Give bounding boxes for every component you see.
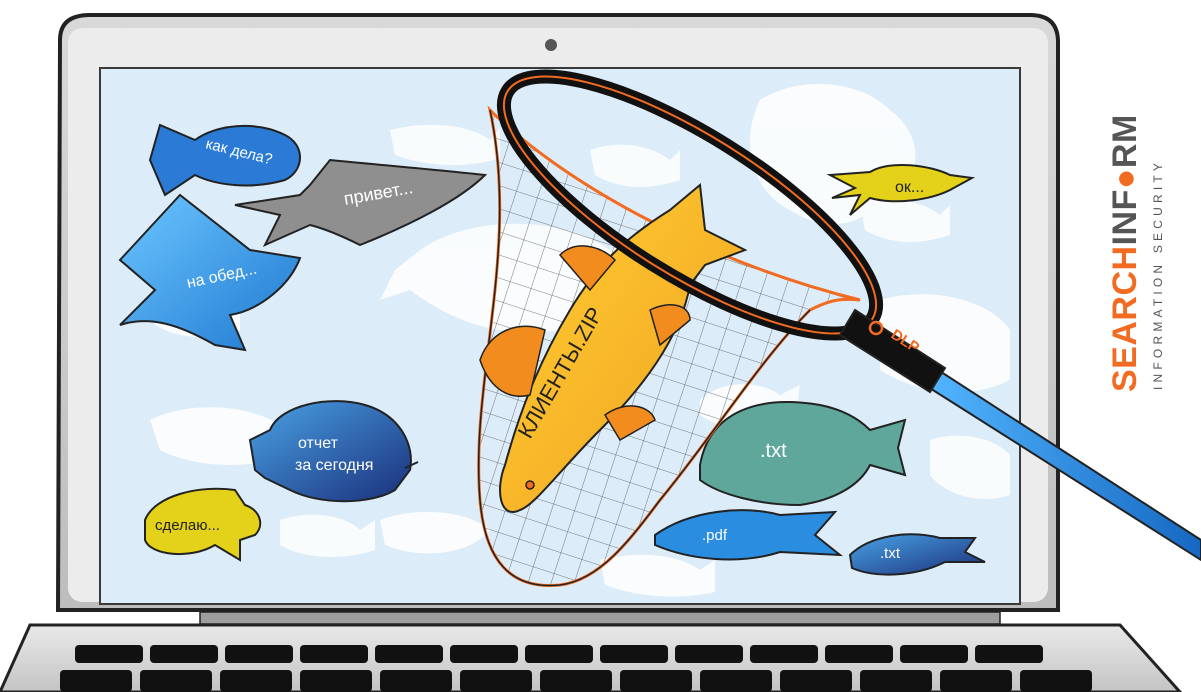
fish-label-txt-small: .txt xyxy=(880,545,901,562)
dlp-logo-icon xyxy=(868,320,884,336)
brand-tagline: INFORMATION SECURITY xyxy=(1151,159,1165,390)
fish-sdelayu: сделаю... xyxy=(144,487,262,562)
fish-otchet: отчет за сегодня xyxy=(248,400,419,503)
fish-label-otchet-1: отчет xyxy=(298,435,339,452)
fish-kak-dela: как дела? xyxy=(148,123,301,197)
net-handle: DLP xyxy=(838,308,1201,562)
fish-pdf: .pdf xyxy=(654,509,844,561)
brand-logo: SEARCHINF●RM INFORMATION SECURITY xyxy=(1106,114,1165,392)
fish-na-obed: на обед... xyxy=(118,193,302,352)
brand-name: SEARCHINF●RM xyxy=(1106,114,1144,392)
screen: как дела? привет... на обед... ок... отч… xyxy=(99,67,1021,605)
fish-klienty-zip: КЛИЕНТЫ.ZIP xyxy=(479,183,748,513)
fish-eye xyxy=(525,480,535,490)
dlp-net: КЛИЕНТЫ.ZIP xyxy=(477,69,884,588)
fish-label-otchet-2: за сегодня xyxy=(295,457,373,474)
fish-privet: привет... xyxy=(234,158,488,248)
fish-label-pdf: .pdf xyxy=(702,527,728,544)
keyboard xyxy=(60,645,1092,692)
webcam-icon xyxy=(545,39,557,51)
fish-label-sdelayu: сделаю... xyxy=(155,517,220,534)
fish-label-ok: ок... xyxy=(895,179,924,196)
fish-label-txt-big: .txt xyxy=(760,440,787,462)
fish-ok: ок... xyxy=(826,163,976,216)
fish-txt-small: .txt xyxy=(848,533,986,576)
laptop-base xyxy=(0,611,1183,692)
fish-txt-big: .txt xyxy=(699,401,907,507)
